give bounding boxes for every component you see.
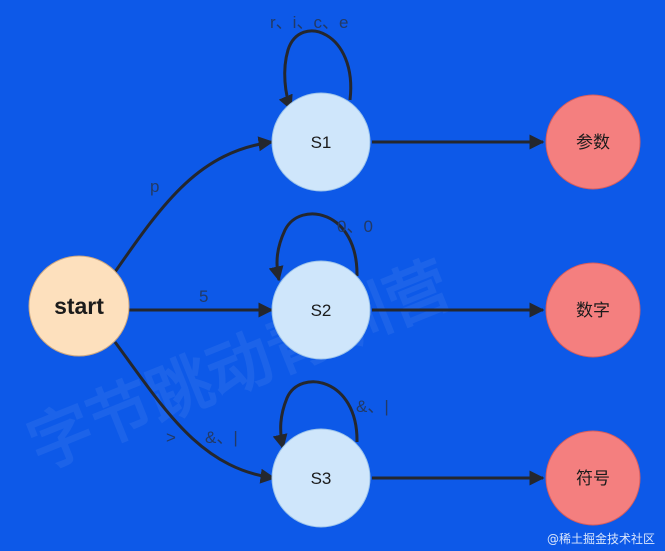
node-s2-label: S2 [311,301,332,320]
node-s3: S3 [271,428,371,528]
node-t1: 参数 [545,94,641,190]
node-s3-circle [271,428,371,528]
edge-label-p: p [150,177,159,196]
edge-label-gt: > [166,428,176,447]
node-t3: 符号 [545,430,641,526]
node-s1: S1 [271,92,371,192]
node-t3-circle [545,430,641,526]
edge-label-s3-loop: &、| [356,397,389,416]
edge-label-5: 5 [199,287,208,306]
node-t1-circle [545,94,641,190]
edge-s1-loop [278,29,353,111]
node-t2: 数字 [545,262,641,358]
node-t1-label: 参数 [576,133,610,152]
edge-s3-loop [272,380,359,450]
node-start-label: start [54,293,104,319]
node-s1-label: S1 [311,133,332,152]
node-t2-label: 数字 [576,301,610,320]
edge-label-s3-loop-2: &、| [205,428,238,447]
node-t2-circle [545,262,641,358]
watermark-credit: @稀土掘金技术社区 [546,532,655,546]
node-s3-label: S3 [311,469,332,488]
edge-start-s1 [113,136,274,273]
edge-s2-loop [268,212,359,282]
node-s2-circle [271,260,371,360]
node-t3-label: 符号 [576,469,610,488]
edge-label-s2-loop: 0、0 [337,217,373,236]
node-start: start [28,255,130,357]
node-s1-circle [271,92,371,192]
edge-label-s1-loop: r、i、c、e [270,13,348,32]
node-s2: S2 [271,260,371,360]
node-start-circle [28,255,130,357]
edge-start-s3 [113,341,276,484]
